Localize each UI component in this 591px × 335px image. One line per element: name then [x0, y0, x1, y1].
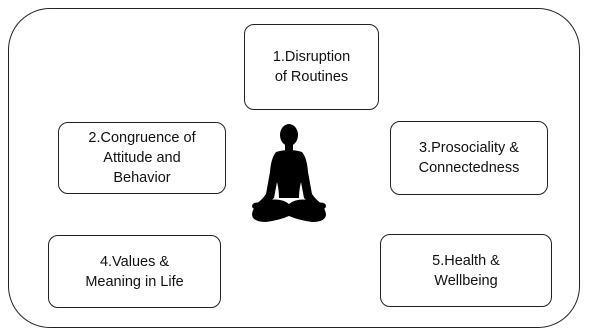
box-congruence-of-attitude-and-behavior: 2.Congruence of Attitude and Behavior: [58, 122, 226, 194]
meditating-person-icon: [252, 124, 326, 222]
box-label: 1.Disruption of Routines: [272, 49, 351, 85]
box-prosociality-and-connectedness: 3.Prosociality & Connectedness: [390, 121, 548, 195]
box-health-and-wellbeing: 5.Health & Wellbeing: [380, 234, 552, 307]
box-values-and-meaning-in-life: 4.Values & Meaning in Life: [48, 235, 221, 308]
box-disruption-of-routines: 1.Disruption of Routines: [244, 24, 379, 110]
box-label: 2.Congruence of Attitude and Behavior: [88, 130, 196, 186]
box-label: 4.Values & Meaning in Life: [85, 253, 184, 290]
box-label: 5.Health & Wellbeing: [432, 252, 500, 289]
box-label: 3.Prosociality & Connectedness: [418, 140, 520, 176]
